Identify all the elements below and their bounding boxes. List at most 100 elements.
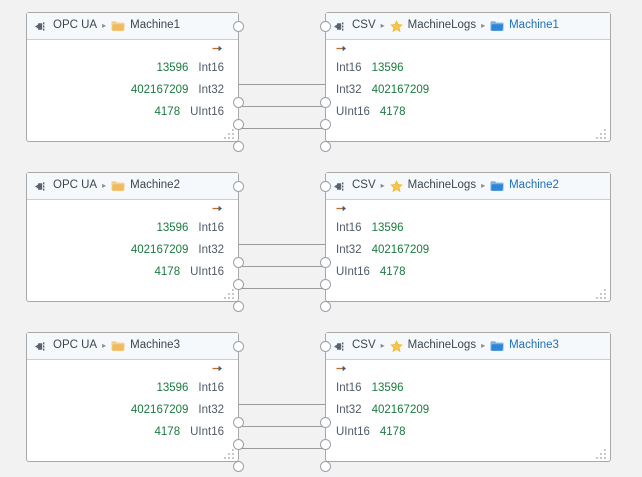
destination-header-port[interactable] [320, 181, 331, 192]
destination-header-port[interactable] [320, 341, 331, 352]
source-node-header[interactable]: OPC UA▸Machine1 [27, 13, 244, 40]
destination-protocol-crumb[interactable]: CSV [334, 20, 376, 32]
destination-input-port[interactable] [320, 118, 331, 130]
destination-folder-crumb[interactable]: Machine2 [490, 180, 559, 192]
destination-input-port[interactable] [320, 256, 331, 268]
destination-dataset-crumb[interactable]: MachineLogs [390, 180, 476, 193]
destination-folder-crumb[interactable]: Machine1 [490, 20, 559, 32]
destination-mapping-row[interactable]: Int16 13596 [320, 57, 610, 108]
connection-wire[interactable] [239, 288, 325, 289]
source-row-type: Int16 [198, 62, 224, 74]
source-output-port[interactable] [233, 278, 244, 290]
source-header-port[interactable] [233, 21, 244, 32]
connection-wire[interactable] [239, 244, 325, 245]
connection-wire[interactable] [239, 404, 325, 405]
resize-grip[interactable] [224, 449, 234, 459]
source-output-port[interactable] [233, 96, 244, 108]
source-protocol-crumb[interactable]: OPC UA [35, 20, 97, 32]
destination-protocol-crumb[interactable]: CSV [334, 180, 376, 192]
destination-folder-crumb[interactable]: Machine3 [490, 340, 559, 352]
destination-dataset-crumb[interactable]: MachineLogs [390, 340, 476, 353]
destination-row-type: Int32 [336, 244, 362, 256]
source-output-port[interactable] [233, 256, 244, 268]
destination-node-header[interactable]: CSV▸MachineLogs▸Machine2 [320, 173, 610, 200]
destination-input-port[interactable] [320, 278, 331, 290]
source-output-port[interactable] [233, 438, 244, 450]
source-folder-crumb[interactable]: Machine3 [111, 340, 180, 352]
destination-header-port[interactable] [320, 21, 331, 32]
destination-protocol-label: CSV [352, 179, 376, 192]
source-node-header[interactable]: OPC UA▸Machine3 [27, 333, 244, 360]
destination-input-port[interactable] [320, 300, 331, 312]
destination-row-type: Int32 [336, 84, 362, 96]
destination-row-type: UInt16 [336, 426, 370, 438]
connection-wire[interactable] [239, 448, 325, 449]
resize-grip[interactable] [224, 289, 234, 299]
destination-mapping-row[interactable]: Int32 402167209 [320, 239, 610, 290]
destination-node-header[interactable]: CSV▸MachineLogs▸Machine1 [320, 13, 610, 40]
destination-input-port[interactable] [320, 438, 331, 450]
connection-wire[interactable] [239, 106, 325, 107]
connection-wire[interactable] [239, 128, 325, 129]
breadcrumb-separator-icon: ▸ [380, 181, 385, 190]
source-output-port[interactable] [233, 140, 244, 152]
resize-grip[interactable] [224, 129, 234, 139]
connection-wire[interactable] [239, 426, 325, 427]
source-output-port[interactable] [233, 118, 244, 130]
source-row-type: Int32 [198, 244, 224, 256]
resize-grip[interactable] [596, 129, 606, 139]
destination-input-port[interactable] [320, 460, 331, 472]
destination-input-port[interactable] [320, 140, 331, 152]
source-output-port[interactable] [233, 300, 244, 312]
destination-dataset-crumb[interactable]: MachineLogs [390, 20, 476, 33]
source-folder-crumb[interactable]: Machine2 [111, 180, 180, 192]
destination-input-port[interactable] [320, 416, 331, 428]
source-folder-crumb[interactable]: Machine1 [111, 20, 180, 32]
source-node-header[interactable]: OPC UA▸Machine2 [27, 173, 244, 200]
connection-wire[interactable] [239, 84, 325, 85]
source-output-port[interactable] [233, 460, 244, 472]
source-direction-row [27, 200, 238, 217]
destination-row-value: 402167209 [371, 244, 430, 256]
destination-node-header[interactable]: CSV▸MachineLogs▸Machine3 [320, 333, 610, 360]
destination-row-type: Int16 [336, 62, 362, 74]
destination-input-port[interactable] [320, 96, 331, 108]
source-output-port[interactable] [233, 416, 244, 428]
destination-protocol-crumb[interactable]: CSV [334, 340, 376, 352]
source-protocol-crumb[interactable]: OPC UA [35, 340, 97, 352]
resize-grip[interactable] [596, 449, 606, 459]
resize-grip[interactable] [596, 289, 606, 299]
source-header-port[interactable] [233, 181, 244, 192]
connection-wire[interactable] [239, 266, 325, 267]
source-protocol-crumb[interactable]: OPC UA [35, 180, 97, 192]
source-header-port[interactable] [233, 341, 244, 352]
destination-row-value: 13596 [371, 62, 404, 74]
